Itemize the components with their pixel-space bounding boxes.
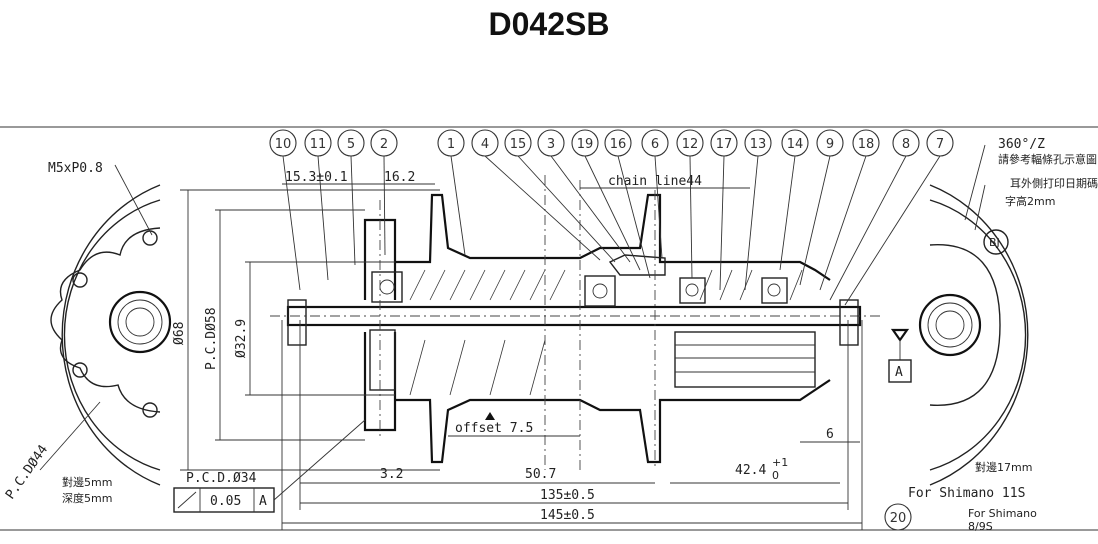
dim-42-4-tol-lower: 0 [772, 469, 779, 482]
dim-chain-line: chain line44 [608, 174, 702, 189]
svg-text:7: 7 [936, 137, 944, 152]
hub-side-view [270, 175, 880, 470]
note-char-height: 字高2mm [1005, 194, 1055, 208]
note-date-code: 耳外側打印日期碼 [1010, 176, 1098, 190]
note-shimano-89-a: For Shimano [968, 507, 1037, 520]
balloon-7: 7 [926, 129, 954, 157]
balloon-19: 19 [571, 129, 599, 157]
balloon-1: 1 [437, 129, 465, 157]
balloon-4: 4 [471, 129, 499, 157]
svg-text:20: 20 [890, 511, 907, 526]
logo-circle [983, 229, 1009, 255]
note-left-pcd: P.C.DØ44 [3, 442, 51, 502]
svg-text:1: 1 [447, 137, 455, 152]
svg-text:8: 8 [902, 137, 910, 152]
note-right-flat: 對邊17mm [975, 460, 1032, 474]
balloon-20: 20 [884, 503, 912, 531]
tol-datum-ref: A [259, 494, 267, 509]
dim-pcd58: P.C.DØ58 [204, 307, 219, 370]
balloon-2: 2 [370, 129, 398, 157]
balloon-13: 13 [744, 129, 772, 157]
balloon-11: 11 [304, 129, 332, 157]
dimension-lines [173, 155, 941, 530]
note-shimano-89-b: 8/9S [968, 520, 993, 533]
datum-a: A [895, 365, 903, 380]
dim-135: 135±0.5 [540, 488, 595, 503]
svg-text:15: 15 [510, 137, 527, 152]
logo-bj: BJ [989, 236, 1000, 249]
svg-text:13: 13 [750, 137, 767, 152]
dim-od68: Ø68 [172, 322, 187, 345]
balloon-15: 15 [504, 129, 532, 157]
dim-6: 6 [826, 427, 834, 442]
dim-145: 145±0.5 [540, 508, 595, 523]
tol-value: 0.05 [210, 494, 241, 509]
svg-text:9: 9 [826, 137, 834, 152]
note-shimano-11s: For Shimano 11S [908, 486, 1025, 501]
svg-text:14: 14 [787, 137, 804, 152]
balloon-3: 3 [537, 129, 565, 157]
note-spoke-hole: 請參考輻條孔示意圖 [998, 152, 1097, 166]
svg-text:11: 11 [310, 137, 327, 152]
svg-text:5: 5 [347, 137, 355, 152]
svg-text:17: 17 [716, 137, 733, 152]
svg-text:12: 12 [682, 137, 699, 152]
svg-text:6: 6 [651, 137, 659, 152]
balloon-17: 17 [710, 129, 738, 157]
note-thread: M5xP0.8 [48, 161, 103, 176]
dim-42-4: 42.4 [735, 463, 766, 478]
svg-text:3: 3 [547, 137, 555, 152]
dim-3-2: 3.2 [380, 467, 403, 482]
balloon-9: 9 [816, 129, 844, 157]
right-end-view [918, 144, 1029, 486]
left-end-view [39, 164, 172, 486]
balloon-8: 8 [892, 129, 920, 157]
svg-text:18: 18 [858, 137, 875, 152]
dim-42-4-tol-upper: +1 [772, 456, 788, 469]
note-left-depth: 對邊5mm [62, 475, 112, 489]
balloon-12: 12 [676, 129, 704, 157]
svg-text:10: 10 [275, 137, 292, 152]
balloon-5: 5 [337, 129, 365, 157]
svg-text:2: 2 [380, 137, 388, 152]
dim-16-2: 16.2 [384, 170, 415, 185]
svg-text:16: 16 [610, 137, 627, 152]
balloon-16: 16 [604, 129, 632, 157]
dim-50-7: 50.7 [525, 467, 556, 482]
dim-15-3: 15.3±0.1 [285, 170, 348, 185]
balloon-18: 18 [852, 129, 880, 157]
dim-offset: offset 7.5 [455, 421, 533, 436]
balloon-6: 6 [641, 129, 669, 157]
drawing-title: D042SB [488, 6, 610, 42]
dim-d329: Ø32.9 [234, 319, 249, 358]
note-left-depth2: 深度5mm [62, 491, 112, 505]
balloon-10: 10 [269, 129, 297, 157]
balloon-14: 14 [781, 129, 809, 157]
note-angle: 360°/Z [998, 137, 1045, 152]
svg-text:19: 19 [577, 137, 594, 152]
svg-text:4: 4 [481, 137, 489, 152]
dim-pcd34: P.C.D.Ø34 [186, 471, 257, 486]
offset-marker-icon [485, 412, 495, 420]
